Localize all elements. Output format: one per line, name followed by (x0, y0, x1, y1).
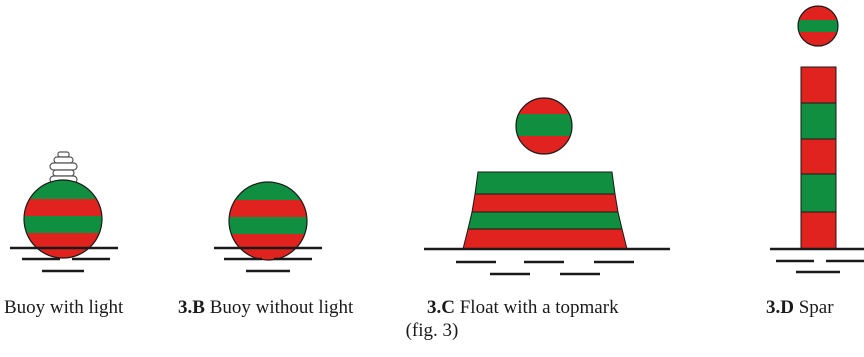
topmark-sphere (797, 5, 839, 47)
label-buoy-without-light: 3.B Buoy without light (178, 297, 354, 318)
label-buoy-with-light: Buoy with light (4, 297, 124, 318)
label-spar: 3.D Spar (766, 297, 834, 318)
buoy-with-light (10, 151, 118, 273)
light-topmark (49, 151, 78, 184)
buoy-without-light (214, 181, 322, 273)
float-body (462, 171, 628, 250)
label-float-with-topmark: 3.C Float with a topmark (427, 297, 619, 318)
buoy-body (24, 180, 102, 258)
buoy-body (229, 182, 307, 260)
figure-caption: (fig. 3) (405, 320, 459, 341)
topmark-sphere (515, 97, 573, 155)
spar-body (800, 66, 837, 250)
spar-buoy (770, 5, 864, 274)
waterline (214, 246, 322, 273)
float-with-topmark (424, 97, 670, 276)
waterline (770, 247, 864, 274)
waterline (424, 247, 670, 276)
waterline (10, 246, 118, 273)
